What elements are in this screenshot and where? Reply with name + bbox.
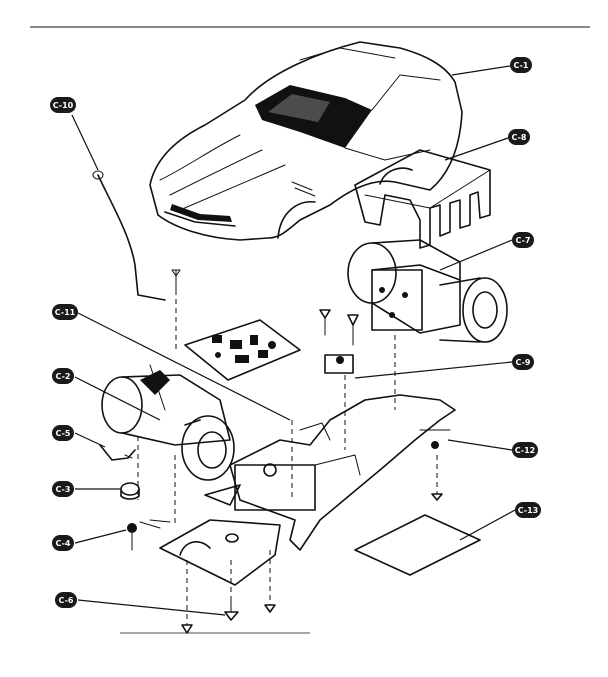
label-c7-text: C-7: [516, 236, 531, 245]
label-c7: C-7: [512, 232, 534, 248]
label-c1-text: C-1: [514, 61, 529, 70]
label-c8: C-8: [508, 129, 530, 145]
bottom-cover-plate: [354, 514, 481, 576]
label-c3-text: C-3: [56, 485, 71, 494]
under-plate: [159, 519, 281, 586]
label-c11: C-11: [52, 304, 78, 320]
small-parts: [120, 482, 171, 551]
label-c4: C-4: [52, 535, 74, 551]
label-c6-text: C-6: [59, 596, 74, 605]
chassis: [204, 394, 456, 551]
label-c8-text: C-8: [512, 133, 527, 142]
label-c12: C-12: [512, 442, 538, 458]
label-c10-text: C-10: [53, 101, 74, 110]
label-c4-text: C-4: [56, 539, 71, 548]
label-c2: C-2: [52, 368, 74, 384]
screws-upper: [319, 309, 359, 374]
label-c9-text: C-9: [516, 358, 531, 367]
assembly-guides: [137, 290, 438, 625]
contact-clip: [99, 444, 136, 461]
label-c13: C-13: [515, 502, 541, 518]
motor-assembly: [347, 239, 508, 343]
label-c3: C-3: [52, 481, 74, 497]
label-c11-text: C-11: [55, 308, 76, 317]
label-c10: C-10: [50, 97, 76, 113]
label-c9: C-9: [512, 354, 534, 370]
label-c6: C-6: [55, 592, 77, 608]
label-c12-text: C-12: [515, 446, 536, 455]
label-c5: C-5: [52, 425, 74, 441]
motor-cover: [354, 149, 491, 249]
leader-lines: [71, 65, 516, 616]
rear-motor-assembly: [101, 364, 235, 481]
label-c2-text: C-2: [56, 372, 71, 381]
circuit-board: [184, 319, 301, 381]
label-c13-text: C-13: [518, 506, 539, 515]
label-c1: C-1: [510, 57, 532, 73]
car-body-shell: [149, 41, 463, 241]
guide-wire: [92, 170, 181, 301]
label-c5-text: C-5: [56, 429, 71, 438]
screws-lower: [181, 493, 443, 634]
